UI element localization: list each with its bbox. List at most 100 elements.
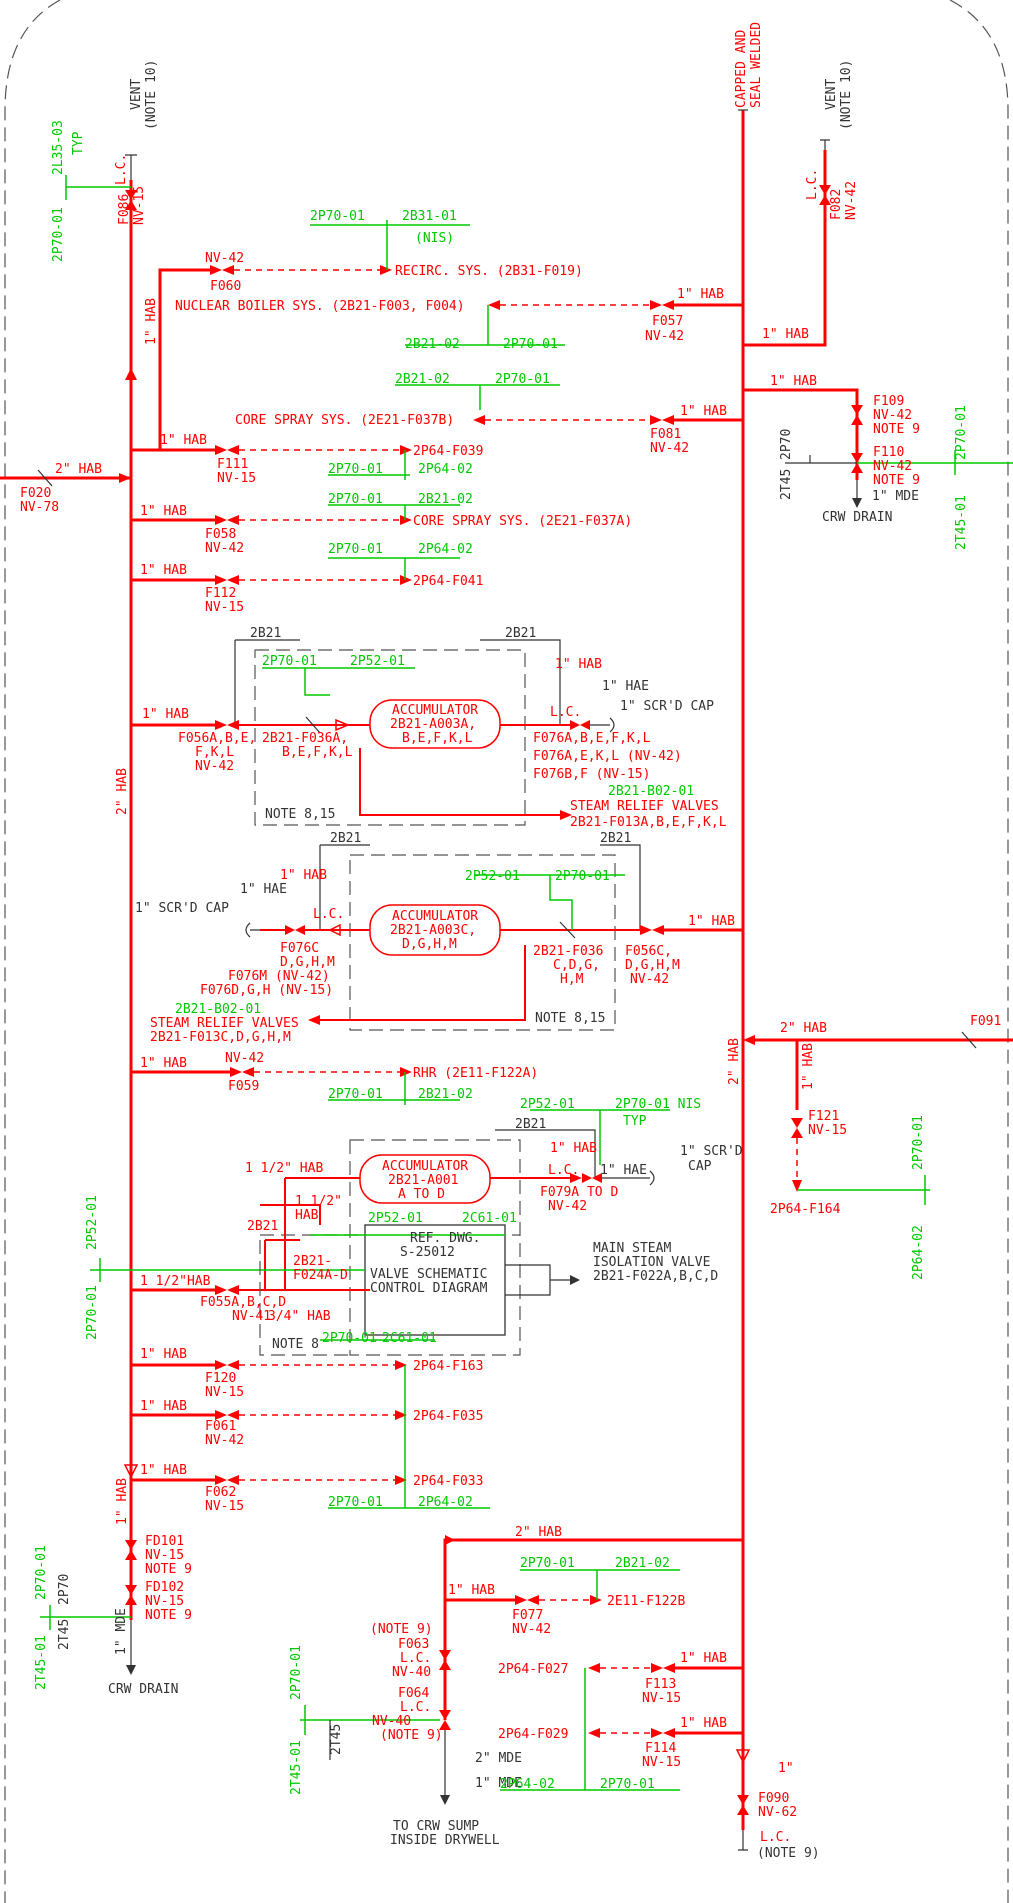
f090-valve-icon[interactable] [737,1795,749,1805]
f086-valve-icon[interactable] [125,190,137,200]
svg-text:L.C.: L.C. [760,1830,791,1845]
svg-text:2P70-01: 2P70-01 [503,337,558,352]
f114-valve-icon[interactable] [651,1728,663,1738]
svg-text:2B21-02: 2B21-02 [615,1556,670,1571]
svg-text:1" HAB: 1" HAB [140,1399,187,1414]
svg-text:2T45: 2T45 [57,1619,72,1650]
f110-valve-icon[interactable] [851,453,863,463]
svg-text:1" HAB: 1" HAB [680,1716,727,1731]
svg-text:2P70-01 NIS: 2P70-01 NIS [615,1097,701,1112]
svg-text:2P52-01: 2P52-01 [350,654,405,669]
svg-text:2P64-02: 2P64-02 [911,1225,926,1280]
svg-text:2P70-01: 2P70-01 [555,869,610,884]
f061-valve-icon[interactable] [215,1410,227,1420]
svg-text:2C61-01: 2C61-01 [382,1331,437,1346]
svg-text:2P52-01: 2P52-01 [465,869,520,884]
svg-text:NV-40: NV-40 [392,1665,431,1680]
f062-valve-icon[interactable] [215,1475,227,1485]
svg-text:RHR (2E11-F122A): RHR (2E11-F122A) [413,1066,538,1081]
svg-text:1" HAB: 1" HAB [142,707,189,722]
svg-text:2P70-01: 2P70-01 [328,492,383,507]
svg-text:F111: F111 [217,457,248,472]
svg-text:2P70-01: 2P70-01 [85,1285,100,1340]
svg-text:2P70-01: 2P70-01 [34,1545,49,1600]
svg-text:NV-15: NV-15 [642,1691,681,1706]
fd101-valve-icon[interactable] [125,1540,137,1550]
f077-valve-icon[interactable] [515,1595,527,1605]
svg-text:1" HAB: 1" HAB [140,504,187,519]
f056c-valve-icon[interactable] [640,925,652,935]
svg-text:F110: F110 [873,445,904,460]
svg-text:F056C,: F056C, [625,944,672,959]
svg-text:NV-15: NV-15 [217,471,256,486]
f057-valve-icon[interactable] [650,300,662,310]
f120-valve-icon[interactable] [215,1360,227,1370]
f076a-valve-icon[interactable] [570,720,580,730]
f079a-valve-icon[interactable] [582,1173,592,1183]
svg-text:2P64-F029: 2P64-F029 [498,1727,568,1742]
f086-tag: F086 [117,194,132,225]
f063-valve-icon[interactable] [439,1650,451,1660]
svg-text:F064: F064 [398,1686,429,1701]
svg-text:F112: F112 [205,586,236,601]
capped-label: CAPPED AND [734,30,749,108]
svg-text:(NOTE 9): (NOTE 9) [757,1846,820,1861]
svg-text:1" SCR'D: 1" SCR'D [680,1144,743,1159]
svg-text:1" HAB: 1" HAB [280,868,327,883]
svg-text:2T45: 2T45 [329,1724,344,1755]
svg-text:NV-42: NV-42 [645,329,684,344]
svg-text:2B21-02: 2B21-02 [395,372,450,387]
svg-text:(NOTE 10): (NOTE 10) [144,60,159,130]
svg-text:1": 1" [778,1761,794,1776]
svg-text:2P70-01: 2P70-01 [328,462,383,477]
f055a-valve-icon[interactable] [215,1285,227,1295]
svg-text:STEAM RELIEF VALVES: STEAM RELIEF VALVES [150,1016,299,1031]
svg-text:1" HAB: 1" HAB [115,1478,130,1525]
f081-valve-icon[interactable] [650,415,662,425]
svg-text:F061: F061 [205,1419,236,1434]
svg-text:2B21-A003A,: 2B21-A003A, [390,717,476,732]
svg-text:F077: F077 [512,1608,543,1623]
svg-text:NV-78: NV-78 [20,500,59,515]
svg-text:2C61-01: 2C61-01 [462,1211,517,1226]
svg-text:2B21-: 2B21- [293,1254,332,1269]
svg-text:NOTE 8,15: NOTE 8,15 [265,807,335,822]
svg-text:2B21-F036: 2B21-F036 [533,944,603,959]
svg-text:1" HAB: 1" HAB [801,1043,816,1090]
svg-text:NV-42: NV-42 [873,408,912,423]
svg-text:2B21-02: 2B21-02 [418,1087,473,1102]
svg-text:1" HAB: 1" HAB [680,1651,727,1666]
svg-text:NV-40: NV-40 [372,1714,411,1729]
f056a-valve-icon[interactable] [215,720,227,730]
f112-valve-icon[interactable] [215,575,227,585]
f064-valve-icon[interactable] [439,1710,451,1720]
lc-f086: L.C. [114,154,129,185]
f111-valve-icon[interactable] [215,445,227,455]
fd102-valve-icon[interactable] [125,1585,137,1595]
svg-text:NV-15: NV-15 [205,1385,244,1400]
svg-text:NV-42: NV-42 [844,181,859,220]
svg-text:HAB: HAB [295,1208,319,1223]
f076c-valve-icon[interactable] [285,925,295,935]
svg-text:FD102: FD102 [145,1580,184,1595]
svg-text:1" MDE: 1" MDE [475,1776,522,1791]
f059-valve-icon[interactable] [230,1067,242,1077]
svg-text:NV-42: NV-42 [512,1622,551,1637]
f113-valve-icon[interactable] [651,1663,663,1673]
svg-text:2T45: 2T45 [779,469,794,500]
f082-valve-icon[interactable] [819,185,831,195]
f058-valve-icon[interactable] [215,515,227,525]
f060-valve-icon[interactable] [210,265,222,275]
svg-text:NOTE 9: NOTE 9 [145,1608,192,1623]
svg-text:2P70-01: 2P70-01 [954,405,969,460]
svg-text:FD101: FD101 [145,1534,184,1549]
svg-text:NV-42: NV-42 [205,541,244,556]
valve-schematic-box[interactable] [364,1224,506,1336]
svg-text:NOTE 8,15: NOTE 8,15 [535,1011,605,1026]
f109-valve-icon[interactable] [851,405,863,415]
svg-text:2P70-01: 2P70-01 [322,1331,377,1346]
svg-text:1" HAB: 1" HAB [140,563,187,578]
svg-text:F059: F059 [228,1079,259,1094]
f121-valve-icon[interactable] [791,1118,803,1128]
svg-text:F076A,B,E,F,K,L: F076A,B,E,F,K,L [533,731,651,746]
